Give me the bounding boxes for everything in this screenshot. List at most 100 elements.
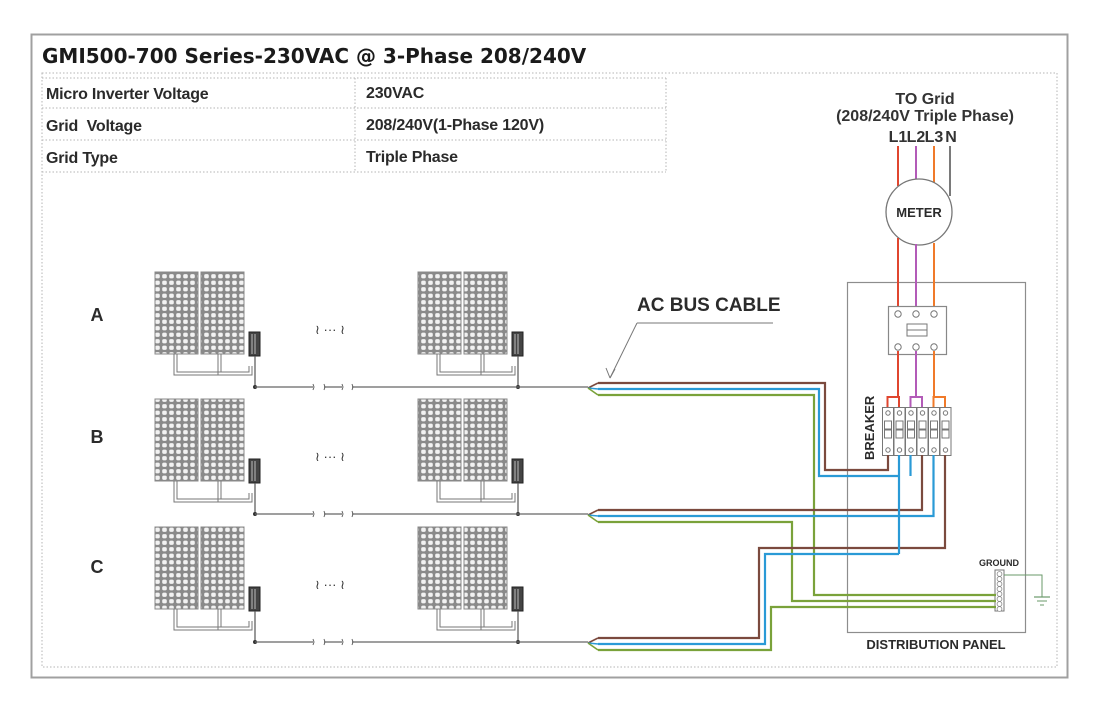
- dc-lead: [439, 481, 513, 500]
- breaker-switch: [918, 420, 927, 430]
- cable-break-mark: [323, 383, 326, 391]
- inner-dotted-frame: [41, 72, 1058, 668]
- breaker-terminal: [908, 447, 914, 453]
- dc-lead: [173, 481, 253, 503]
- bus-split-blue: [587, 514, 599, 517]
- breaker-switch: [930, 429, 938, 439]
- main-breaker: [887, 305, 948, 356]
- ground-terminal: [996, 586, 1003, 592]
- breaker-terminal: [942, 447, 949, 453]
- wire-c-ground: [598, 605, 996, 652]
- breaker-terminal: [908, 410, 914, 416]
- dc-lead: [436, 609, 516, 631]
- micro-inverter-icon: [248, 458, 261, 484]
- breaker-module: [882, 407, 894, 456]
- bus-split-brown: [587, 382, 599, 389]
- breaker-switch: [895, 429, 904, 439]
- bus-split-b: [587, 509, 599, 523]
- breaker-module: [928, 407, 940, 456]
- branch-label: B: [91, 427, 104, 447]
- pv-module-pair: [154, 398, 261, 516]
- ground-terminal: [996, 606, 1003, 612]
- bus-split-green: [587, 514, 599, 523]
- spec-row: Grid Voltage 208/240V(1-Phase 120V): [46, 117, 544, 135]
- breaker-switch: [941, 429, 950, 439]
- meter-label: METER: [896, 205, 942, 220]
- main-to-branch-wires: [886, 351, 946, 409]
- spec-value: Triple Phase: [366, 149, 458, 166]
- breaker-switch: [918, 429, 927, 439]
- solar-panel-icon: [463, 526, 508, 610]
- solar-panel-icon: [200, 526, 245, 610]
- branch-label: C: [91, 557, 104, 577]
- cable-break-mark: [351, 510, 354, 518]
- breaker-terminal: [896, 410, 903, 416]
- line-label-n: N: [945, 129, 957, 146]
- line-label-l3: L3: [925, 129, 944, 146]
- distribution-panel-label: DISTRIBUTION PANEL: [866, 637, 1005, 652]
- spec-value: 230VAC: [366, 85, 425, 102]
- micro-inverter-icon: [511, 586, 524, 612]
- dc-lead: [173, 354, 253, 376]
- ground-terminal: [996, 591, 1003, 597]
- cable-break-mark: [312, 510, 315, 518]
- ground-terminal: [996, 596, 1003, 602]
- ground-terminal: [996, 571, 1003, 577]
- meter: [885, 178, 953, 246]
- spec-row: Micro Inverter Voltage 230VAC: [46, 85, 425, 103]
- dc-lead: [436, 354, 516, 376]
- wire-a-ground: [598, 393, 996, 597]
- breaker-switch: [930, 420, 938, 430]
- solar-panel-icon: [154, 398, 199, 482]
- breaker-terminal: [919, 410, 926, 416]
- breaker-module: [939, 407, 952, 456]
- ac-bus-cable-pointer: [605, 322, 773, 379]
- bus-split-blue: [587, 387, 599, 390]
- bus-split-brown: [587, 509, 599, 516]
- spec-label: Micro Inverter Voltage: [46, 86, 209, 103]
- breaker-switch: [884, 429, 892, 439]
- continuation-ellipsis: ≀ ··· ≀: [315, 322, 345, 337]
- solar-panel-icon: [463, 271, 508, 355]
- branch-row-a: A≀ ··· ≀: [91, 271, 588, 391]
- solar-panel-icon: [417, 526, 462, 610]
- cable-break-mark: [351, 638, 354, 646]
- dc-lead: [176, 609, 250, 628]
- bus-split-a: [587, 382, 599, 396]
- dc-lead: [439, 609, 513, 628]
- breaker-terminal: [919, 447, 926, 453]
- breaker-terminal: [942, 410, 949, 416]
- grid-title-line2: (208/240V Triple Phase): [836, 108, 1014, 125]
- dc-lead: [439, 354, 513, 373]
- cable-break-mark: [351, 383, 354, 391]
- wire-b-line: [598, 455, 924, 512]
- branch-row-c: C≀ ··· ≀: [91, 526, 588, 646]
- solar-panel-icon: [463, 398, 508, 482]
- pv-module-pair: [417, 526, 524, 644]
- breaker-switch: [895, 420, 904, 430]
- solar-panel-icon: [200, 271, 245, 355]
- branch-breakers: [882, 407, 952, 456]
- wire-b-neutral: [598, 455, 935, 518]
- spec-label: Grid Type: [46, 150, 118, 167]
- micro-inverter-icon: [248, 586, 261, 612]
- cable-break-mark: [341, 510, 344, 518]
- grid-title-line1: TO Grid: [895, 91, 954, 108]
- breaker-terminal: [885, 410, 891, 416]
- dc-lead: [176, 481, 250, 500]
- pv-module-pair: [154, 271, 261, 389]
- cable-break-mark: [341, 638, 344, 646]
- breaker-terminal: [885, 447, 891, 453]
- dc-lead: [176, 354, 250, 373]
- wire-a-line: [598, 381, 890, 472]
- cable-break-mark: [312, 638, 315, 646]
- solar-panel-icon: [154, 271, 199, 355]
- breaker-switch: [884, 420, 892, 430]
- line-label-l1: L1: [889, 129, 908, 146]
- micro-inverter-icon: [248, 331, 261, 357]
- pv-module-pair: [417, 271, 524, 389]
- dc-lead: [436, 481, 516, 503]
- diagram-title: GMI500-700 Series-230VAC @ 3-Phase 208/2…: [42, 44, 587, 68]
- bus-split-c: [587, 637, 599, 651]
- branch-row-b: B≀ ··· ≀: [91, 398, 588, 518]
